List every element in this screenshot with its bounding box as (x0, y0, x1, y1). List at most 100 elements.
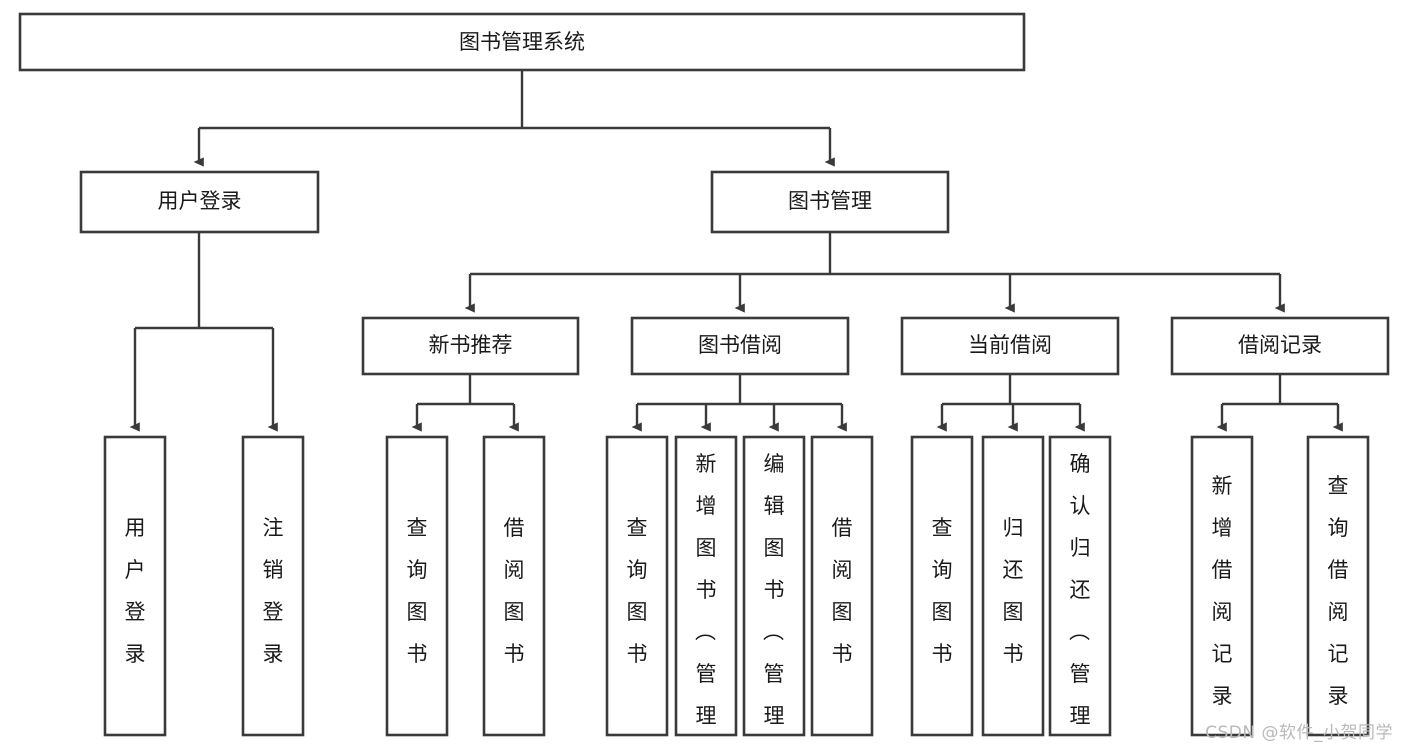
node-leaf-query-book-1[interactable]: 查询图书 (385, 435, 449, 737)
connector-group-borrow-record-to-leaves (1216, 374, 1343, 432)
glyph: 登 (125, 600, 146, 624)
glyph: 归 (1003, 516, 1024, 540)
node-leaf-user-login[interactable]: 用户登录 (103, 435, 167, 737)
node-leaf-add-book[interactable]: 新增图书（管理员） (674, 435, 738, 747)
glyph: 图 (764, 536, 785, 560)
glyph: 增 (1212, 516, 1233, 540)
node-leaf-borrow-book-1[interactable]: 借阅图书 (482, 435, 546, 737)
node-leaf-user-login-box (103, 435, 167, 737)
node-leaf-query-book-1-box (385, 435, 449, 737)
node-leaf-borrow-book-1-box (482, 435, 546, 737)
node-borrow-record-box (1170, 316, 1390, 376)
glyph: 询 (407, 558, 428, 582)
glyph: 归 (1070, 536, 1091, 560)
node-book-manage-box (710, 170, 950, 234)
glyph: （ (695, 620, 717, 644)
glyph: 录 (1328, 684, 1349, 708)
glyph: （ (763, 620, 785, 644)
glyph: 图 (407, 600, 428, 624)
node-current-borrow-box (900, 316, 1120, 376)
glyph: 理 (764, 704, 785, 728)
node-leaf-confirm-return-label: 确认归还（管理员） (1069, 452, 1091, 747)
node-leaf-logout-login[interactable]: 注销登录 (241, 435, 305, 737)
glyph: 记 (1212, 642, 1233, 666)
node-leaf-query-borrow-record-label: 查询借阅记录 (1328, 474, 1349, 708)
glyph: 录 (125, 642, 146, 666)
glyph: 还 (1070, 578, 1091, 602)
connector-group-book-borrow-to-leaves (631, 374, 847, 432)
node-leaf-borrow-book-1-label: 借阅图书 (504, 516, 525, 666)
node-user-login[interactable]: 用户登录 (79, 170, 320, 234)
node-leaf-add-borrow-record-label: 新增借阅记录 (1212, 474, 1233, 708)
glyph: 理 (1070, 704, 1091, 728)
glyph: 录 (1212, 684, 1233, 708)
node-new-book-recommend-box (361, 316, 580, 376)
glyph: 询 (932, 558, 953, 582)
glyph: 图 (832, 600, 853, 624)
node-leaf-borrow-book-2[interactable]: 借阅图书 (810, 435, 874, 737)
node-leaf-query-borrow-record[interactable]: 查询借阅记录 (1306, 435, 1370, 737)
glyph: 借 (504, 516, 525, 540)
glyph: 书 (407, 642, 428, 666)
connector-group-current-borrow-to-leaves (936, 374, 1085, 432)
node-borrow-record-label: 借阅记录 (1238, 333, 1322, 357)
node-leaf-add-borrow-record-box (1190, 435, 1254, 737)
glyph: 记 (1328, 642, 1349, 666)
glyph: 图 (504, 600, 525, 624)
node-root[interactable]: 图书管理系统 (18, 12, 1026, 72)
glyph: 阅 (504, 558, 525, 582)
node-leaf-edit-book[interactable]: 编辑图书（管理员） (742, 435, 806, 747)
glyph: 图 (696, 536, 717, 560)
glyph: 询 (1328, 516, 1349, 540)
node-leaf-user-login-label: 用户登录 (125, 516, 146, 666)
glyph: 新 (696, 452, 717, 476)
connector-group-book-manage-to-level3 (464, 232, 1285, 313)
node-book-manage-label: 图书管理 (788, 189, 872, 213)
glyph: 登 (263, 600, 284, 624)
node-leaf-query-book-1-label: 查询图书 (407, 516, 428, 666)
glyph: 书 (696, 578, 717, 602)
node-book-manage[interactable]: 图书管理 (710, 170, 950, 234)
node-leaf-query-book-3-box (910, 435, 974, 737)
glyph: 销 (263, 558, 284, 582)
node-leaf-add-borrow-record[interactable]: 新增借阅记录 (1190, 435, 1254, 737)
glyph: 书 (932, 642, 953, 666)
node-leaf-confirm-return[interactable]: 确认归还（管理员） (1048, 435, 1112, 747)
node-borrow-record[interactable]: 借阅记录 (1170, 316, 1390, 376)
glyph: 理 (696, 704, 717, 728)
node-user-login-box (79, 170, 320, 234)
glyph: 借 (1328, 558, 1349, 582)
csdn-watermark: CSDN @软件_小贺同学 (1205, 723, 1393, 743)
node-root-box (18, 12, 1026, 72)
node-leaf-query-book-3[interactable]: 查询图书 (910, 435, 974, 737)
glyph: 书 (1003, 642, 1024, 666)
node-leaf-logout-login-label: 注销登录 (263, 516, 284, 666)
glyph: 用 (125, 516, 146, 540)
glyph: 户 (125, 558, 146, 582)
glyph: 新 (1212, 474, 1233, 498)
node-new-book-recommend[interactable]: 新书推荐 (361, 316, 580, 376)
connector-group-root-to-level2 (193, 70, 835, 167)
node-book-borrow[interactable]: 图书借阅 (630, 316, 850, 376)
node-leaf-query-book-2[interactable]: 查询图书 (605, 435, 669, 737)
glyph: 书 (627, 642, 648, 666)
connector-group-new-book-recommend-to-leaves (411, 374, 519, 432)
node-current-borrow[interactable]: 当前借阅 (900, 316, 1120, 376)
glyph: 借 (832, 516, 853, 540)
node-book-borrow-label: 图书借阅 (698, 333, 782, 357)
glyph: 管 (764, 662, 785, 686)
node-leaf-return-book[interactable]: 归还图书 (981, 435, 1045, 737)
glyph: 管 (1070, 662, 1091, 686)
glyph: 借 (1212, 558, 1233, 582)
node-leaf-borrow-book-2-box (810, 435, 874, 737)
glyph: 书 (504, 642, 525, 666)
node-leaf-borrow-book-2-label: 借阅图书 (832, 516, 853, 666)
node-leaf-query-book-2-box (605, 435, 669, 737)
glyph: 辑 (764, 494, 785, 518)
node-leaf-query-book-3-label: 查询图书 (932, 516, 953, 666)
leaf-node-layer: 用户登录注销登录查询图书借阅图书查询图书新增图书（管理员）编辑图书（管理员）借阅… (103, 435, 1370, 747)
node-leaf-edit-book-box (742, 435, 806, 737)
glyph: 图 (627, 600, 648, 624)
node-leaf-add-book-label: 新增图书（管理员） (695, 452, 717, 747)
